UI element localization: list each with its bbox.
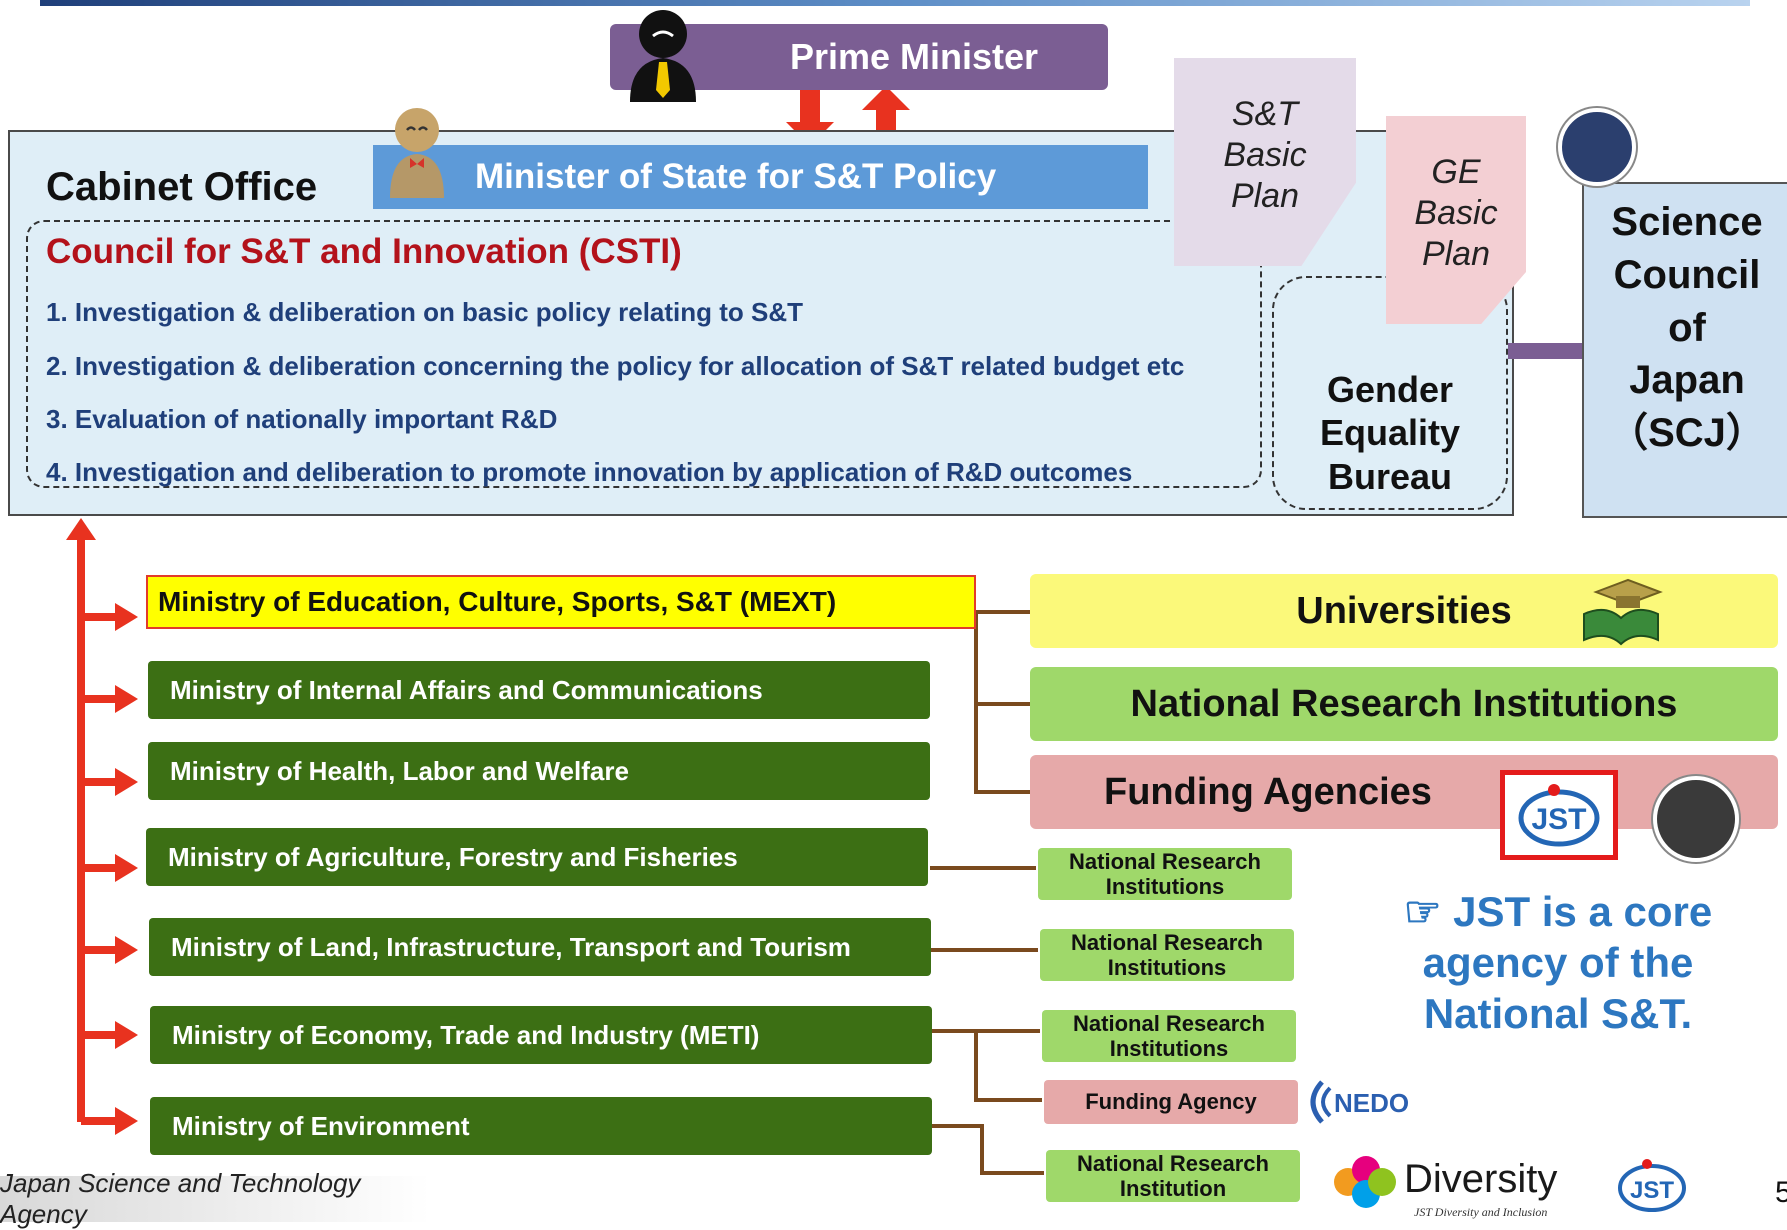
ministry-trunk-line <box>77 536 85 1122</box>
nri-land: National Research Institutions <box>1040 929 1294 981</box>
prime-minister-icon <box>630 10 696 102</box>
plan-line: Basic <box>1223 135 1307 174</box>
universities-label: Universities <box>1296 589 1512 632</box>
ministry-economy: Ministry of Economy, Trade and Industry … <box>150 1006 932 1064</box>
ministry-agriculture: Ministry of Agriculture, Forestry and Fi… <box>146 828 928 886</box>
csti-item: 2. Investigation & deliberation concerni… <box>46 351 1185 381</box>
csti-title: Council for S&T and Innovation (CSTI) <box>46 232 682 271</box>
jst-logo-text: JST <box>1531 803 1586 836</box>
plan-line: GE <box>1431 153 1481 191</box>
gender-line: Bureau <box>1327 455 1453 497</box>
scj-line: Japan <box>1629 358 1745 403</box>
prime-minister-label: Prime Minister <box>789 36 1039 77</box>
top-accent-bar <box>40 0 1750 6</box>
ministry-branch-arrows <box>81 603 138 1135</box>
ge-basic-plan-document: GE Basic Plan <box>1386 116 1526 324</box>
scj-line: （SCJ） <box>1608 411 1766 456</box>
nri-box: National Research Institutions <box>1030 667 1778 741</box>
gender-line: Equality <box>1319 412 1461 454</box>
nri-environment: National Research Institution <box>1046 1150 1300 1202</box>
graduation-book-icon <box>1583 578 1663 646</box>
jst-small-logo-text: JST <box>1630 1177 1674 1204</box>
funding-label: Funding Agencies <box>1104 770 1432 813</box>
prime-minister-box: Prime Minister <box>610 24 1108 90</box>
jsps-seal-icon <box>1653 776 1739 862</box>
jst-core-agency-note: ☞ JST is a core agency of the National S… <box>1368 886 1748 1040</box>
ministry-mext: Ministry of Education, Culture, Sports, … <box>146 575 976 629</box>
footer-agency-name: Japan Science and Technology Agency <box>0 1168 430 1229</box>
nri-meti: National Research Institutions <box>1042 1010 1296 1062</box>
plan-line: S&T <box>1231 95 1299 133</box>
diversity-logo-icon: Diversity JST Diversity and Inclusion <box>1334 1156 1557 1219</box>
csti-item: 1. Investigation & deliberation on basic… <box>46 297 804 327</box>
scj-connector <box>1508 343 1584 359</box>
csti-item: 4. Investigation and deliberation to pro… <box>46 457 1133 487</box>
nri-agriculture: National Research Institutions <box>1038 848 1292 900</box>
trunk-up-arrow <box>66 518 96 540</box>
jst-logo-icon: JST <box>1518 784 1600 847</box>
jst-logo-box: JST <box>1500 770 1618 860</box>
jst-small-logo-icon: JST <box>1618 1159 1686 1212</box>
diversity-logo-subtext: JST Diversity and Inclusion <box>1414 1205 1547 1219</box>
jst-note-line: ☞ JST is a core <box>1403 888 1713 935</box>
scj-seal-icon <box>1558 108 1636 186</box>
jst-note-line: National S&T. <box>1423 990 1693 1038</box>
ministry-land: Ministry of Land, Infrastructure, Transp… <box>149 918 931 976</box>
plan-line: Plan <box>1421 234 1491 273</box>
nedo-logo-text: NEDO <box>1334 1088 1409 1118</box>
minister-label: Minister of State for S&T Policy <box>475 157 997 196</box>
plan-line: Plan <box>1230 176 1300 215</box>
gender-line: Gender <box>1326 369 1454 411</box>
science-council-of-japan: Science Council of Japan （SCJ） <box>1582 182 1787 518</box>
ministry-internal-affairs: Ministry of Internal Affairs and Communi… <box>148 661 930 719</box>
minister-icon <box>390 108 444 198</box>
scj-line: of <box>1668 305 1706 350</box>
funding-agency-meti: Funding Agency <box>1044 1080 1298 1124</box>
ministry-health: Ministry of Health, Labor and Welfare <box>148 742 930 800</box>
csti-dashed-box <box>26 220 1262 488</box>
plan-line: Basic <box>1414 193 1498 232</box>
brown-connectors <box>930 610 1044 1175</box>
jst-note-line: agency of the <box>1422 939 1694 987</box>
diversity-logo-text: Diversity <box>1404 1157 1557 1201</box>
page-number: 5 <box>1775 1176 1787 1209</box>
nedo-logo-icon: NEDO <box>1310 1080 1409 1124</box>
ministry-environment: Ministry of Environment <box>150 1097 932 1155</box>
scj-line: Council <box>1613 252 1761 297</box>
gender-equality-bureau: Gender Equality Bureau <box>1272 276 1508 510</box>
minister-of-state-box: Minister of State for S&T Policy <box>373 145 1148 209</box>
cabinet-office-title: Cabinet Office <box>46 165 318 209</box>
nri-label: National Research Institutions <box>1130 682 1678 725</box>
scj-line: Science <box>1611 200 1763 244</box>
csti-item: 3. Evaluation of nationally important R&… <box>46 404 558 434</box>
